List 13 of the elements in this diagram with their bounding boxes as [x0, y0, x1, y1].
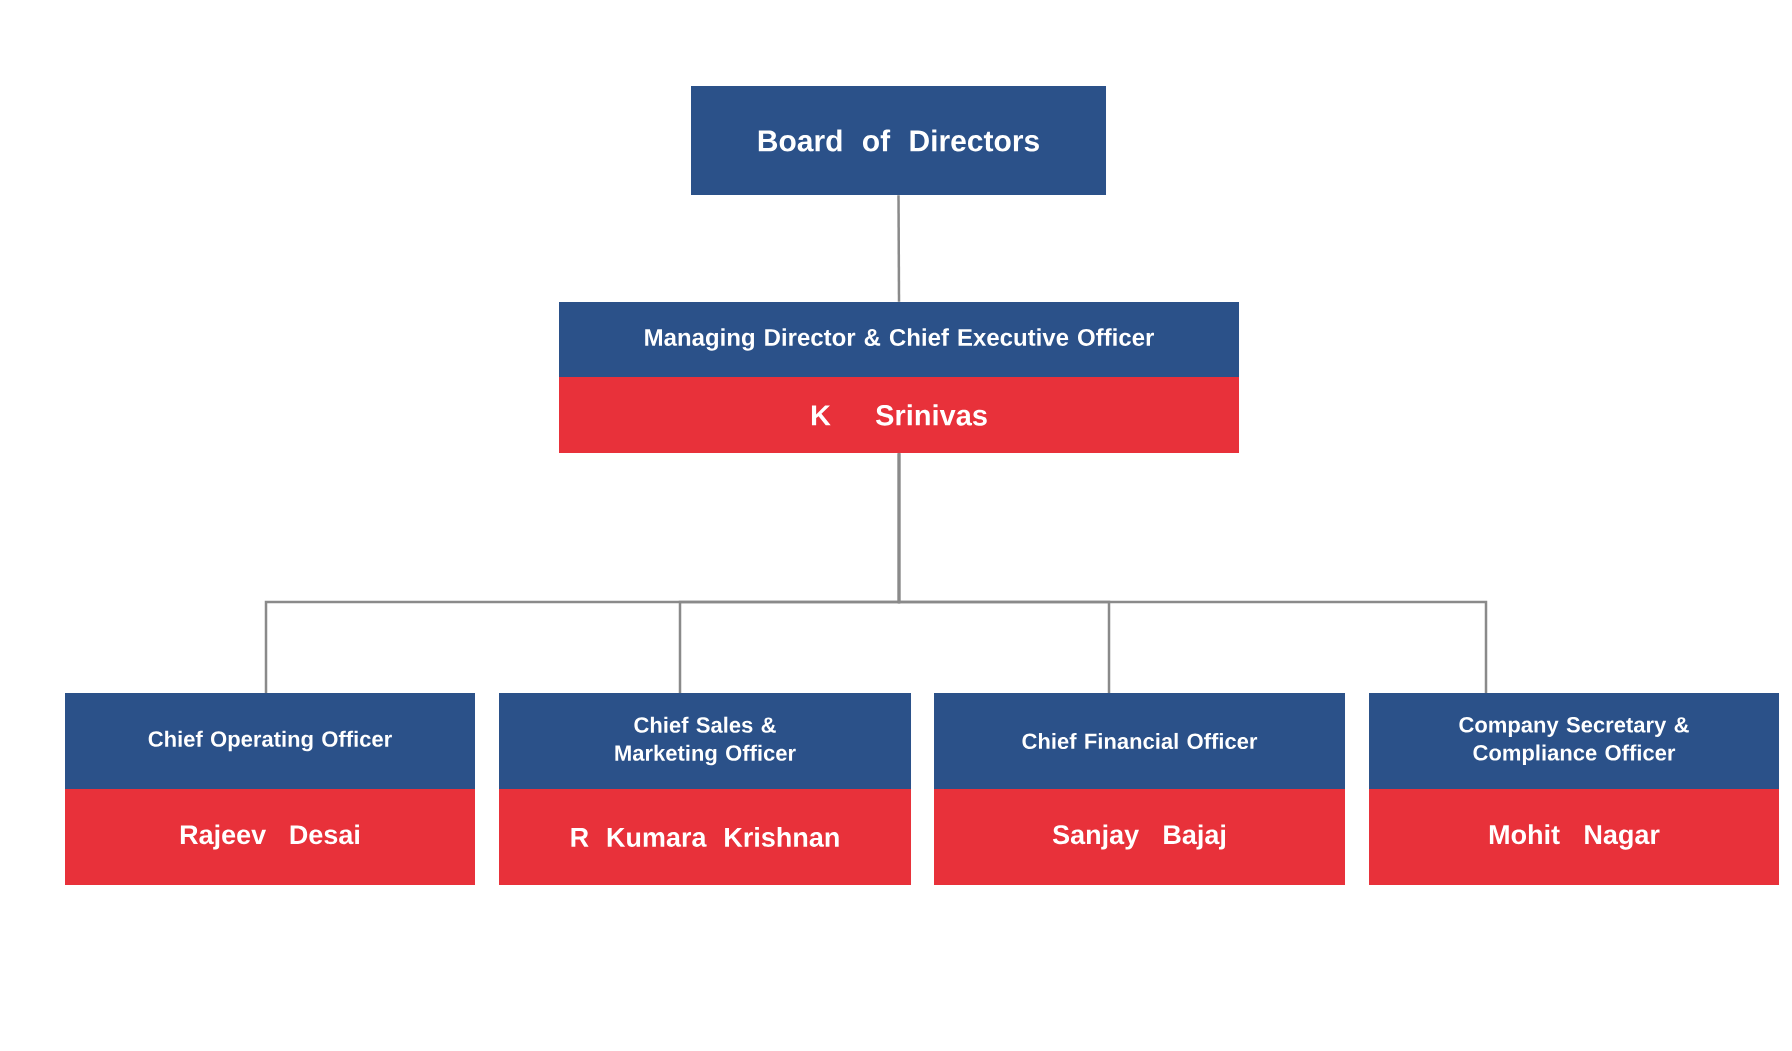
node-label: R Kumara Krishnan [571, 827, 839, 847]
connector-line [897, 453, 1488, 693]
node-label: Managing Director & Chief Executive Officer [645, 328, 1154, 351]
person-card: Chief Sales & Marketing Officer R Kumara Krishnan [499, 693, 911, 885]
title-box: Board of Directors [691, 86, 1106, 195]
connector-line [897, 195, 901, 302]
person-card: Chief Operating Officer Rajeev Desai [65, 693, 475, 885]
node-label: Mohit Nagar [1489, 824, 1660, 850]
node-label: Rajeev Desai [180, 824, 359, 850]
person-card: Managing Director & Chief Executive Officer K Srinivas [559, 302, 1239, 453]
person-card: Chief Financial Officer Sanjay Bajaj [934, 693, 1345, 885]
node-label: Sanjay Bajaj [1052, 824, 1225, 850]
person-card: Company Secretary & Compliance Officer Mohit Nagar [1369, 693, 1779, 885]
